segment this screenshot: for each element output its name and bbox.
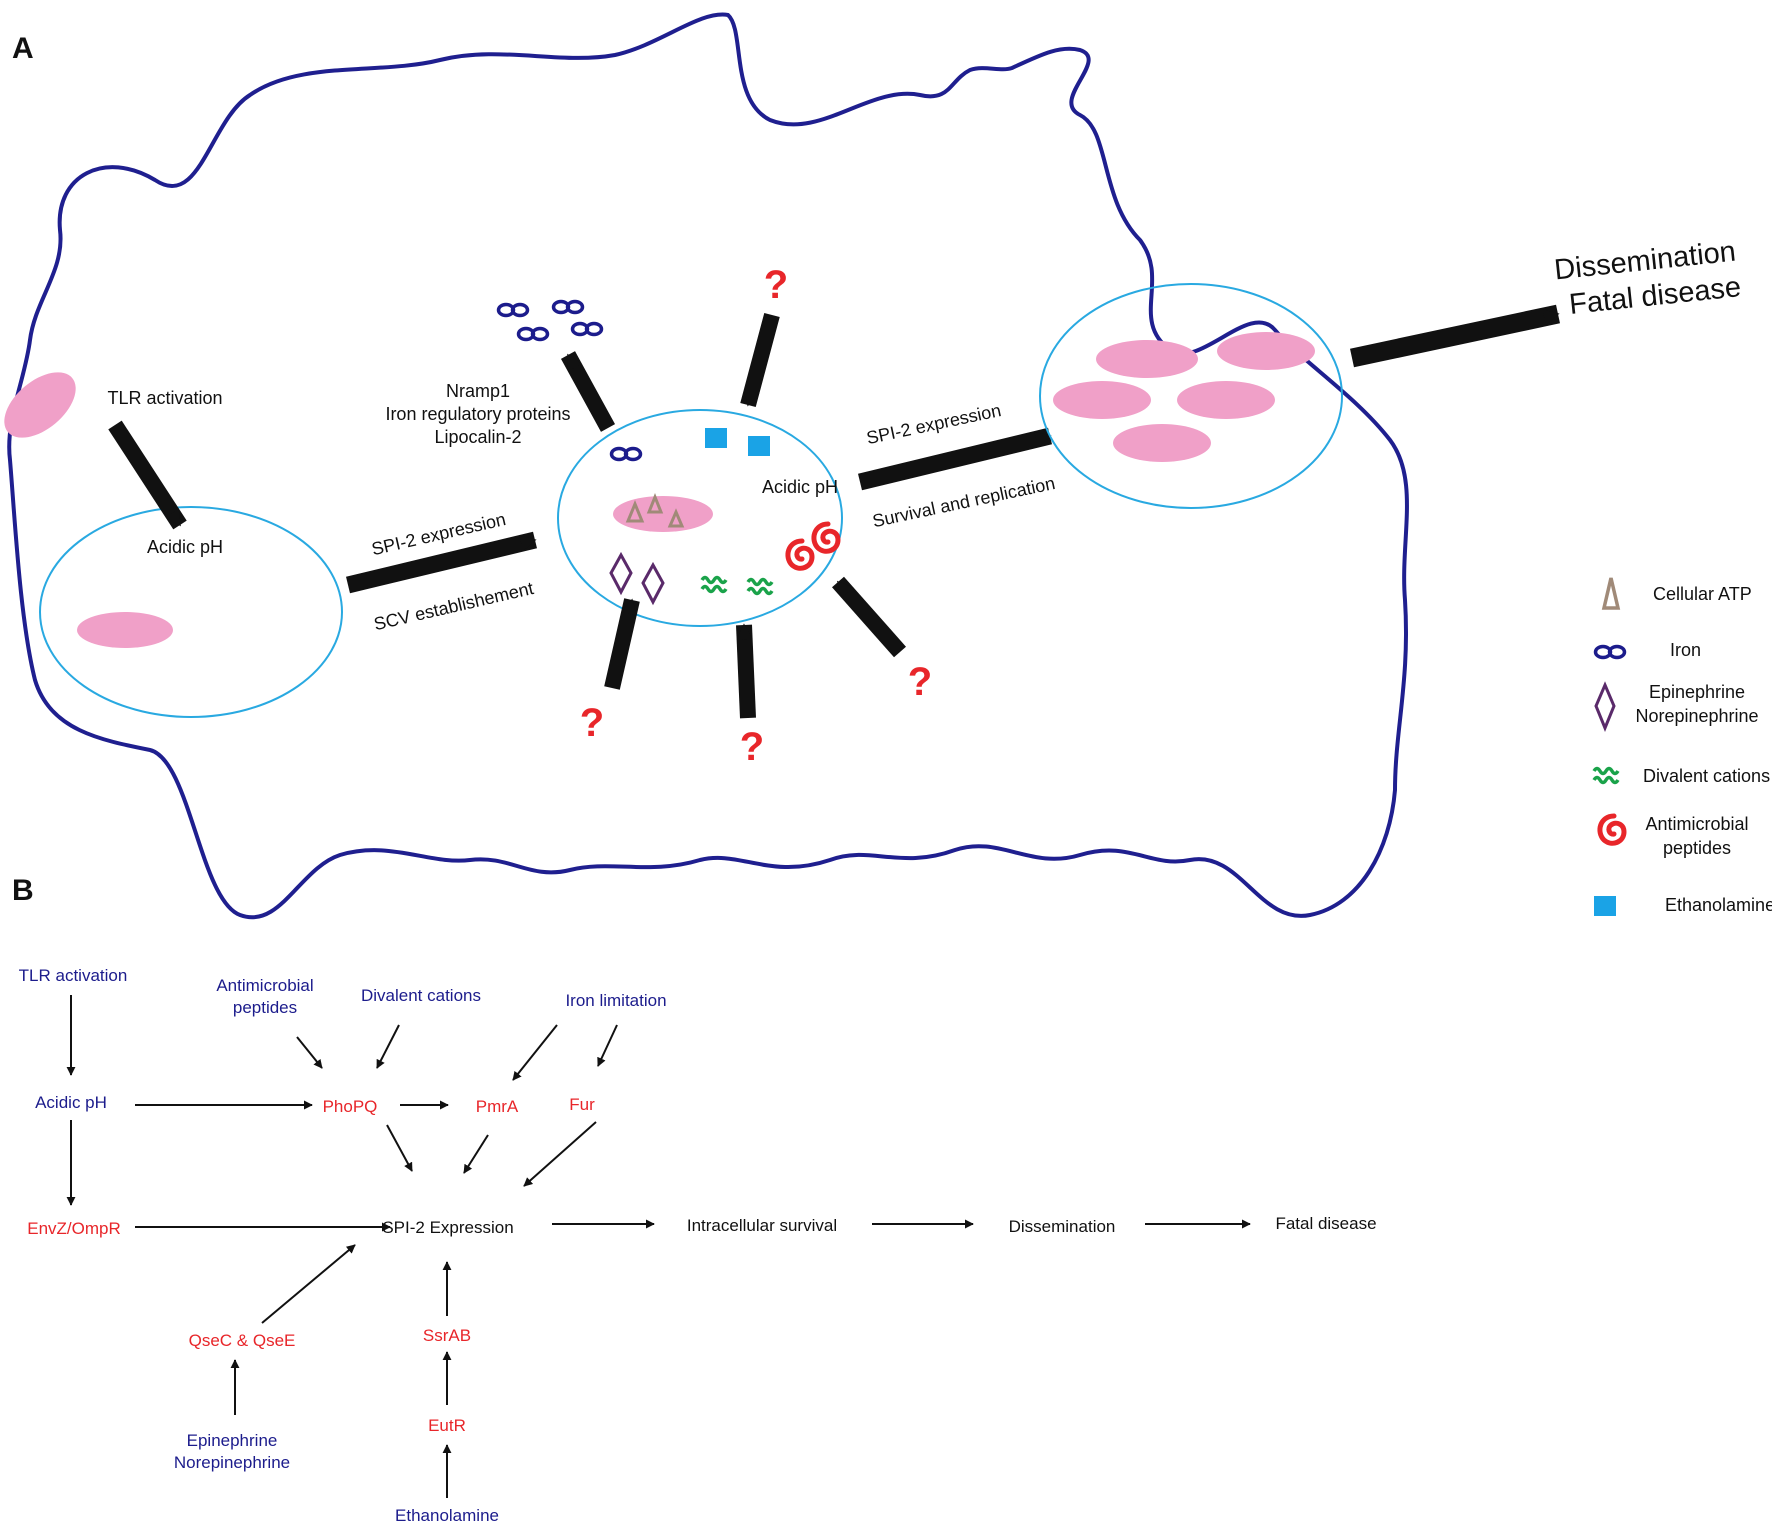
- b-eutr: EutR: [428, 1416, 466, 1435]
- b-phopq: PhoPQ: [323, 1097, 378, 1116]
- b-fur: Fur: [569, 1095, 595, 1114]
- spi2-arrow-2: [857, 427, 1053, 491]
- legend-ethanolamine-icon: [1594, 896, 1616, 916]
- legend-amp-text-1: Antimicrobial: [1645, 814, 1748, 834]
- b-intracellular-survival: Intracellular survival: [687, 1216, 837, 1235]
- legend-ethanolamine-text: Ethanolamine: [1665, 895, 1772, 915]
- exported-iron-icons: [496, 299, 604, 342]
- pathway-arrows: [66, 995, 1251, 1498]
- b-ethanolamine: Ethanolamine: [395, 1506, 499, 1525]
- question-arrow-bottom-right: [832, 576, 906, 658]
- ethanolamine-square-2: [748, 436, 770, 456]
- b-iron-limitation: Iron limitation: [565, 991, 666, 1010]
- lipocalin-2-label: Lipocalin-2: [434, 427, 521, 447]
- epinephrine-icons-in-scv: [609, 551, 665, 606]
- divalent-cation-icons-in-scv: [700, 575, 774, 596]
- membrane-bacterium: [4, 372, 76, 438]
- b-amp-line2: peptides: [233, 998, 297, 1017]
- iron-efflux-arrow: [560, 351, 616, 432]
- replicating-bacteria: [1053, 332, 1315, 462]
- legend-divalent-icon: [1592, 766, 1620, 785]
- legend-atp-icon: [1601, 577, 1621, 610]
- question-arrow-bottom-center: [736, 623, 756, 719]
- legend-amp-icon: [1600, 816, 1624, 843]
- survival-replication-label: Survival and replication: [871, 473, 1057, 531]
- b-tlr-activation: TLR activation: [19, 966, 128, 985]
- nramp1-label: Nramp1: [446, 381, 510, 401]
- question-mark-bottom-right: ?: [908, 660, 932, 704]
- b-envz-ompr: EnvZ/OmpR: [27, 1219, 121, 1238]
- scv-establishment-label: SCV establishement: [372, 578, 535, 634]
- legend-iron-text: Iron: [1670, 640, 1701, 660]
- legend-divalent-text: Divalent cations: [1643, 766, 1770, 786]
- scv-bacterium: [613, 496, 713, 532]
- salmonella-containing-vacuole: [557, 409, 843, 627]
- b-qsec-qsee: QseC & QseE: [189, 1331, 296, 1350]
- legend-atp-text: Cellular ATP: [1653, 584, 1752, 604]
- iron-regulatory-proteins-label: Iron regulatory proteins: [385, 404, 570, 424]
- legend: Cellular ATP Iron Epinephrine Norepineph…: [1592, 577, 1772, 916]
- legend-iron-icon: [1593, 644, 1627, 660]
- replicative-vacuole: [1039, 283, 1343, 509]
- legend-amp-text-2: peptides: [1663, 838, 1731, 858]
- acidic-ph-left: Acidic pH: [147, 537, 223, 557]
- legend-epinephrine-icon: [1594, 681, 1616, 732]
- vacuole-bacterium: [77, 612, 173, 648]
- atp-icons-in-scv: [625, 492, 685, 528]
- spi2-arrow-1: [346, 531, 537, 594]
- spi2-expression-label-2: SPI-2 expression: [865, 400, 1003, 448]
- b-norepinephrine: Norepinephrine: [174, 1453, 290, 1472]
- b-ssrab: SsrAB: [423, 1326, 471, 1345]
- b-epinephrine: Epinephrine: [187, 1431, 278, 1450]
- b-dissemination: Dissemination: [1009, 1217, 1116, 1236]
- question-mark-bottom-left: ?: [580, 701, 604, 745]
- tlr-activation-label: TLR activation: [107, 388, 222, 408]
- tlr-arrow: [108, 420, 187, 530]
- question-mark-top: ?: [764, 263, 788, 307]
- dissemination-arrow: [1350, 304, 1560, 368]
- b-spi2-expression: SPI-2 Expression: [382, 1218, 513, 1237]
- ethanolamine-square-1: [705, 428, 727, 448]
- question-mark-bottom-center: ?: [740, 725, 764, 769]
- b-acidic-ph: Acidic pH: [35, 1093, 107, 1112]
- panel-b-label: B: [12, 874, 34, 907]
- cell-membrane: [7, 12, 1409, 920]
- b-pmra: PmrA: [476, 1097, 519, 1116]
- question-arrow-top: [740, 312, 780, 408]
- panel-a-label: A: [12, 32, 34, 65]
- acidic-ph-center: Acidic pH: [762, 477, 838, 497]
- b-amp-line1: Antimicrobial: [216, 976, 313, 995]
- b-divalent-cations: Divalent cations: [361, 986, 481, 1005]
- early-vacuole: [39, 506, 343, 718]
- b-fatal-disease: Fatal disease: [1275, 1214, 1376, 1233]
- question-arrow-bottom-left: [604, 598, 640, 690]
- legend-epinephrine-text: Epinephrine: [1649, 682, 1745, 702]
- legend-norepinephrine-text: Norepinephrine: [1635, 706, 1758, 726]
- iron-icon-in-scv: [609, 446, 643, 462]
